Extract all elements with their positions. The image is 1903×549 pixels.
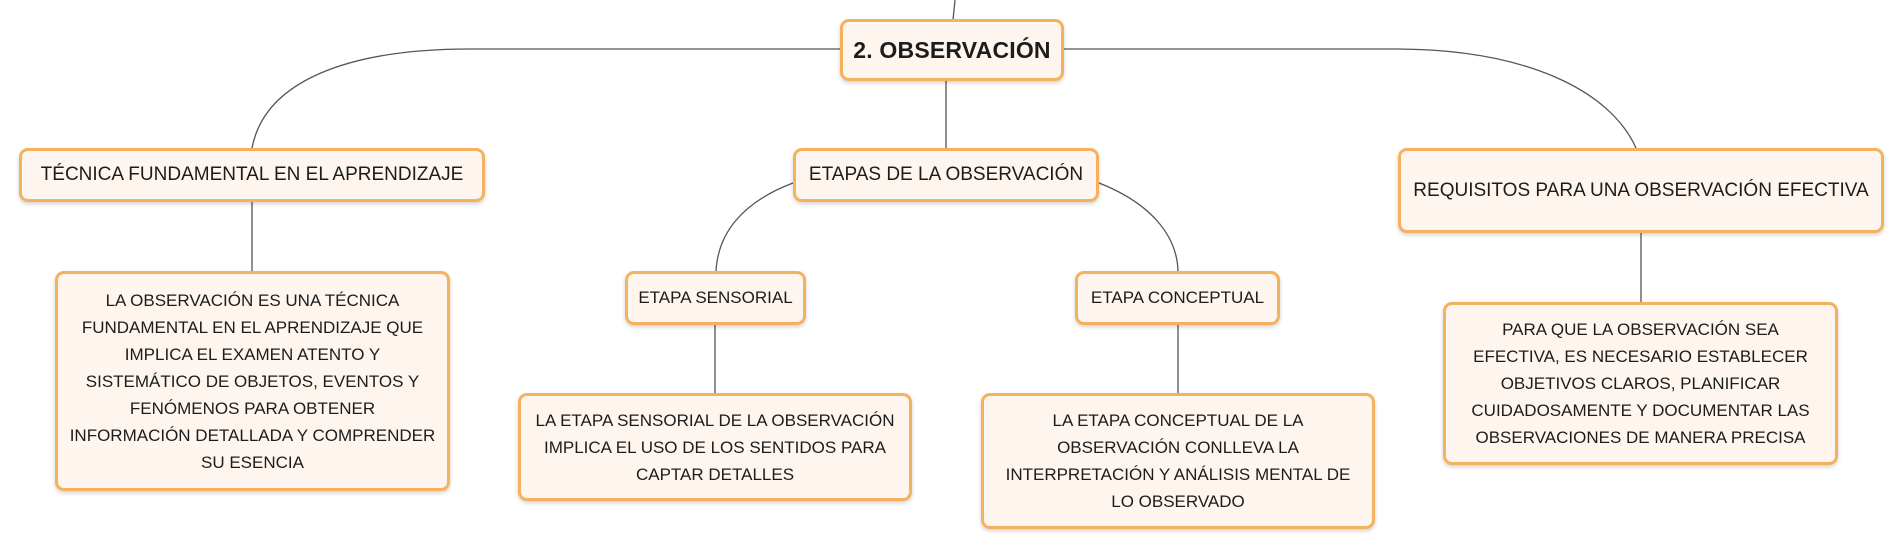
topic-node-technique[interactable]: TÉCNICA FUNDAMENTAL EN EL APRENDIZAJE: [19, 148, 485, 202]
detail-node-requirements-text: PARA QUE LA OBSERVACIÓN SEA EFECTIVA, ES…: [1471, 320, 1810, 447]
connector-stages-to-sensorial: [715, 182, 794, 272]
detail-node-requirements[interactable]: PARA QUE LA OBSERVACIÓN SEA EFECTIVA, ES…: [1443, 302, 1838, 465]
detail-node-conceptual-text: LA ETAPA CONCEPTUAL DE LA OBSERVACIÓN CO…: [1005, 411, 1351, 511]
detail-node-technique-text: LA OBSERVACIÓN ES UNA TÉCNICA FUNDAMENTA…: [69, 290, 436, 472]
topic-node-requirements-label: REQUISITOS PARA UNA OBSERVACIÓN EFECTIVA: [1413, 179, 1869, 201]
connector-from-parent: [952, 0, 956, 21]
detail-node-sensorial-text: LA ETAPA SENSORIAL DE LA OBSERVACIÓN IMP…: [535, 410, 895, 484]
detail-node-sensorial[interactable]: LA ETAPA SENSORIAL DE LA OBSERVACIÓN IMP…: [518, 393, 912, 501]
detail-node-technique[interactable]: LA OBSERVACIÓN ES UNA TÉCNICA FUNDAMENTA…: [55, 271, 450, 491]
topic-node-requirements[interactable]: REQUISITOS PARA UNA OBSERVACIÓN EFECTIVA: [1398, 148, 1884, 233]
stage-node-sensorial-label: ETAPA SENSORIAL: [638, 288, 793, 307]
topic-node-stages[interactable]: ETAPAS DE LA OBSERVACIÓN: [793, 148, 1099, 202]
stage-node-sensorial[interactable]: ETAPA SENSORIAL: [625, 271, 806, 325]
connector-root-to-technique: [251, 48, 840, 149]
detail-node-conceptual[interactable]: LA ETAPA CONCEPTUAL DE LA OBSERVACIÓN CO…: [981, 393, 1375, 529]
stage-node-conceptual-label: ETAPA CONCEPTUAL: [1090, 288, 1265, 307]
connector-root-to-requirements: [1063, 48, 1637, 149]
root-node[interactable]: 2. OBSERVACIÓN: [840, 19, 1064, 81]
topic-node-technique-label: TÉCNICA FUNDAMENTAL EN EL APRENDIZAJE: [40, 164, 464, 185]
connector-stages-to-conceptual: [1098, 182, 1179, 272]
topic-node-stages-label: ETAPAS DE LA OBSERVACIÓN: [808, 164, 1084, 185]
stage-node-conceptual[interactable]: ETAPA CONCEPTUAL: [1075, 271, 1280, 325]
root-node-label: 2. OBSERVACIÓN: [853, 36, 1051, 63]
